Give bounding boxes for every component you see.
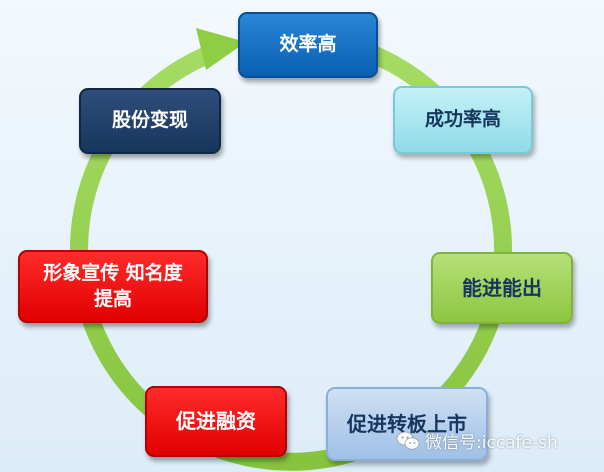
- ring-arrow-head: [196, 28, 246, 70]
- wechat-icon: [396, 431, 420, 450]
- node-efficiency-high: 效率高: [238, 12, 378, 78]
- node-promote-financing: 促进融资: [145, 386, 287, 457]
- node-label-line2: 提高: [93, 287, 132, 310]
- watermark: 微信号:iccafe-sh: [396, 428, 558, 453]
- node-label: 成功率高: [424, 108, 501, 131]
- watermark-text: 微信号:iccafe-sh: [425, 433, 558, 453]
- node-label: 股份变现: [111, 109, 188, 132]
- node-success-rate-high: 成功率高: [393, 86, 533, 154]
- node-label: 效率高: [279, 33, 337, 56]
- node-in-and-out: 能进能出: [431, 252, 573, 324]
- node-label: 促进融资: [176, 409, 256, 433]
- node-label-line1: 形象宣传 知名度: [43, 261, 183, 284]
- node-image-publicity: 形象宣传 知名度 提高: [18, 250, 208, 323]
- node-share-liquidation: 股份变现: [79, 88, 221, 154]
- node-label: 能进能出: [462, 275, 542, 300]
